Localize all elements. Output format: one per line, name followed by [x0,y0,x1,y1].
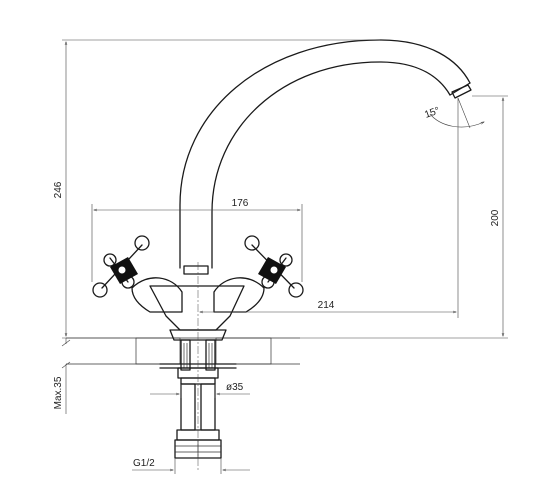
dim-mount-diameter: ø35 [150,382,250,398]
dim-total-height: 246 [53,39,380,339]
dim-connection-thread: G1/2 [132,458,250,474]
label-mount-diameter: ø35 [226,382,244,393]
label-total-height: 246 [53,181,64,198]
label-handle-span: 176 [232,198,249,209]
spout [179,39,472,275]
faucet-body [131,277,265,341]
dim-counter-thickness: Max.35 [53,338,71,414]
left-cross-handle [92,235,150,298]
label-spout-height: 200 [490,209,501,226]
dim-spout-reach: 214 [200,98,459,318]
label-spout-angle: 15° [423,105,441,121]
countertop-section [66,337,300,369]
dim-handle-span: 176 [91,198,303,282]
dim-spout-height: 200 [300,95,508,339]
label-connection-thread: G1/2 [133,458,155,469]
label-spout-reach: 214 [318,300,335,311]
label-counter-thickness: Max.35 [53,376,64,409]
dim-spout-angle: 15° [423,97,484,129]
right-cross-handle [244,235,304,298]
